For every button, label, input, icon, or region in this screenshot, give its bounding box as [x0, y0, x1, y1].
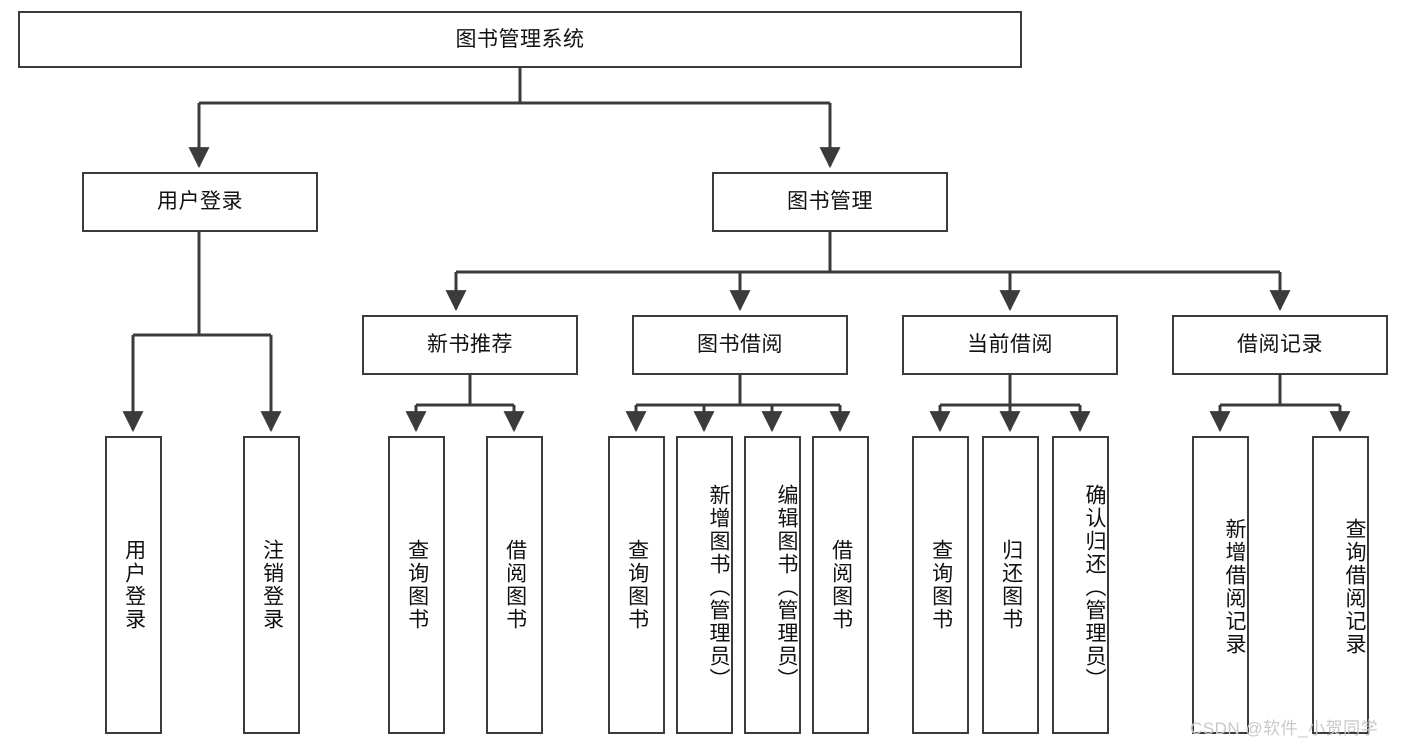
node-leaf-query-book-current[interactable]: 查询图书 — [912, 436, 969, 734]
node-leaf-edit-book-admin[interactable]: 编辑图书（管理员） — [744, 436, 801, 734]
node-leaf-borrow-book-recommend[interactable]: 借阅图书 — [486, 436, 543, 734]
node-leaf-add-book-admin[interactable]: 新增图书（管理员） — [676, 436, 733, 734]
node-leaf-logout[interactable]: 注销登录 — [243, 436, 300, 734]
node-book-management-system[interactable]: 图书管理系统 — [18, 11, 1022, 68]
node-leaf-query-book-recommend[interactable]: 查询图书 — [388, 436, 445, 734]
node-leaf-return-book[interactable]: 归还图书 — [982, 436, 1039, 734]
node-current-borrow[interactable]: 当前借阅 — [902, 315, 1118, 375]
node-leaf-borrow-book[interactable]: 借阅图书 — [812, 436, 869, 734]
node-leaf-user-login[interactable]: 用户登录 — [105, 436, 162, 734]
node-user-login[interactable]: 用户登录 — [82, 172, 318, 232]
node-book-borrow[interactable]: 图书借阅 — [632, 315, 848, 375]
node-leaf-add-borrow-record[interactable]: 新增借阅记录 — [1192, 436, 1249, 734]
node-leaf-query-book-borrow[interactable]: 查询图书 — [608, 436, 665, 734]
node-leaf-confirm-return-admin[interactable]: 确认归还（管理员） — [1052, 436, 1109, 734]
node-new-book-recommend[interactable]: 新书推荐 — [362, 315, 578, 375]
csdn-watermark: CSDN @软件_小贺同学 — [1190, 719, 1379, 738]
node-borrow-record[interactable]: 借阅记录 — [1172, 315, 1388, 375]
node-leaf-query-borrow-record[interactable]: 查询借阅记录 — [1312, 436, 1369, 734]
node-book-management[interactable]: 图书管理 — [712, 172, 948, 232]
